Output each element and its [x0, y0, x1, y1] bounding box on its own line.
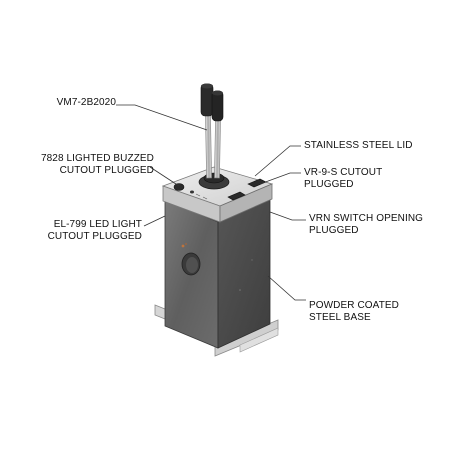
callout-lighted-buzzer: 7828 LIGHTED BUZZED CUTOUT PLUGGED — [6, 153, 154, 177]
leader-buzzer — [149, 166, 180, 187]
callout-base-line2: STEEL BASE — [309, 312, 371, 323]
buzzer-cutout-plug — [173, 183, 185, 191]
callout-lighted-buzzer-line1: 7828 LIGHTED BUZZED — [40, 153, 154, 164]
callout-lid: STAINLESS STEEL LID — [304, 140, 444, 152]
leader-base — [267, 275, 306, 301]
leader-led — [143, 215, 166, 227]
joystick-handle-left — [200, 83, 214, 117]
callout-lid-line1: STAINLESS STEEL LID — [304, 140, 413, 151]
joystick-shaft-left — [205, 111, 212, 179]
leader-vrn — [269, 211, 306, 221]
leader-lines — [116, 104, 306, 301]
leader-vr9s — [259, 172, 301, 185]
callout-vr9s-line1: VR-9-S CUTOUT — [304, 167, 383, 178]
leader-vm7 — [116, 104, 208, 131]
callout-led-light-line2: CUTOUT PLUGGED — [47, 231, 142, 242]
dual-joystick-vm7 — [200, 83, 224, 179]
lid-side-edge — [219, 183, 273, 223]
callout-led-light: EL-799 LED LIGHT CUTOUT PLUGGED — [20, 219, 142, 243]
steel-base-body — [164, 197, 271, 349]
callout-base-line1: POWDER COATED — [309, 300, 400, 311]
stainless-steel-lid — [161, 166, 274, 223]
callout-lighted-buzzer-line2: CUTOUT PLUGGED — [59, 165, 154, 176]
callout-vrn-line2: PLUGGED — [309, 225, 359, 236]
callout-base: POWDER COATED STEEL BASE — [309, 300, 429, 324]
vrn-cutout-plug — [227, 191, 246, 201]
led-cutout-plug — [190, 190, 194, 194]
callout-vm7-line1: VM7-2B2020 — [56, 97, 116, 108]
body-side-face — [217, 197, 271, 349]
base-plate-right-flange — [239, 327, 279, 353]
callout-vrn-line1: VRN SWITCH OPENING — [309, 213, 424, 224]
leader-lid — [254, 145, 301, 177]
callout-led-light-line1: EL-799 LED LIGHT — [53, 219, 142, 230]
callout-vm7: VM7-2B2020 — [34, 97, 116, 109]
joystick-shaft-right — [214, 117, 221, 179]
callout-vr9s-line2: PLUGGED — [304, 179, 354, 190]
callout-vrn: VRN SWITCH OPENING PLUGGED — [309, 213, 444, 237]
callout-vr9s: VR-9-S CUTOUT PLUGGED — [304, 167, 434, 191]
